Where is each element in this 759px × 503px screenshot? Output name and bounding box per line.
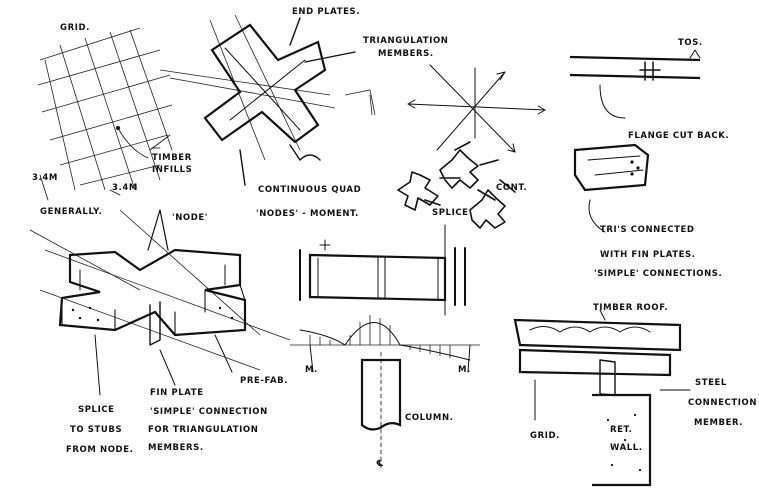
timber-roof-label: TIMBER ROOF. [593,303,668,313]
end-plates-label: END PLATES. [292,7,360,17]
fin-plate-label-3: FOR TRIANGULATION [148,425,258,435]
fin-plate-label-1: FIN PLATE [150,388,204,398]
splice-center-label: SPLICE [432,208,469,218]
cross-nodes [397,141,516,229]
grid-sketch [37,27,173,201]
splice-stubs-label-2: TO STUBS [70,425,122,435]
steel-connection-label-3: MEMBER. [694,418,743,428]
column-label: COLUMN. [405,413,453,423]
triangulation-label-2: MEMBERS. [378,49,434,59]
node-3d-sketch [29,209,291,396]
moment-right-label: M. [458,365,471,375]
splice-stubs-label-3: FROM NODE. [66,445,133,455]
quad-node-sketch [159,14,376,186]
continuous-quad-label-1: CONTINUOUS QUAD [258,185,361,195]
fin-plate-label-2: 'SIMPLE' CONNECTION [150,407,268,417]
continuous-quad-label-2: 'NODES' - MOMENT. [256,209,359,219]
fin-plate-detail [573,143,650,233]
ret-wall-label-1: RET. [610,425,633,435]
tris-connected-label-3: 'SIMPLE' CONNECTIONS. [594,269,722,279]
timber-infills-label-1: TIMBER [152,153,192,163]
beam-elevation [299,224,466,316]
dim-left-label: 3.4M [32,173,58,183]
timber-infills-label-2: INFILLS [152,165,192,175]
cont-label: CONT. [496,183,527,193]
axis-arrows [407,64,546,153]
splice-stubs-label-1: SPLICE [78,405,115,415]
centerline-label: ℄ [376,459,384,469]
triangulation-label-1: TRIANGULATION [363,36,449,46]
node-label: 'NODE' [172,213,208,223]
tos-label: TOS. [678,38,703,48]
grid-right-label: GRID. [530,431,560,441]
moment-left-label: M. [305,365,318,375]
grid-label: GRID. [60,23,90,33]
ret-wall-label-2: WALL. [610,443,643,453]
roof-wall-section [513,309,691,487]
column-sketch [360,351,402,471]
flange-detail [569,49,701,119]
dim-bottom-label: 3.4M [112,183,138,193]
flange-cut-back-label: FLANGE CUT BACK. [628,131,729,141]
moment-diagram [290,315,480,373]
fin-plate-label-4: MEMBERS. [148,443,204,453]
tris-connected-label-1: TRI'S CONNECTED [600,225,695,235]
generally-label: GENERALLY. [40,207,102,217]
pre-fab-label: PRE-FAB. [240,376,288,386]
steel-connection-label-2: CONNECTION [688,398,757,408]
steel-connection-label-1: STEEL [695,378,727,388]
tris-connected-label-2: WITH FIN PLATES. [600,250,696,260]
